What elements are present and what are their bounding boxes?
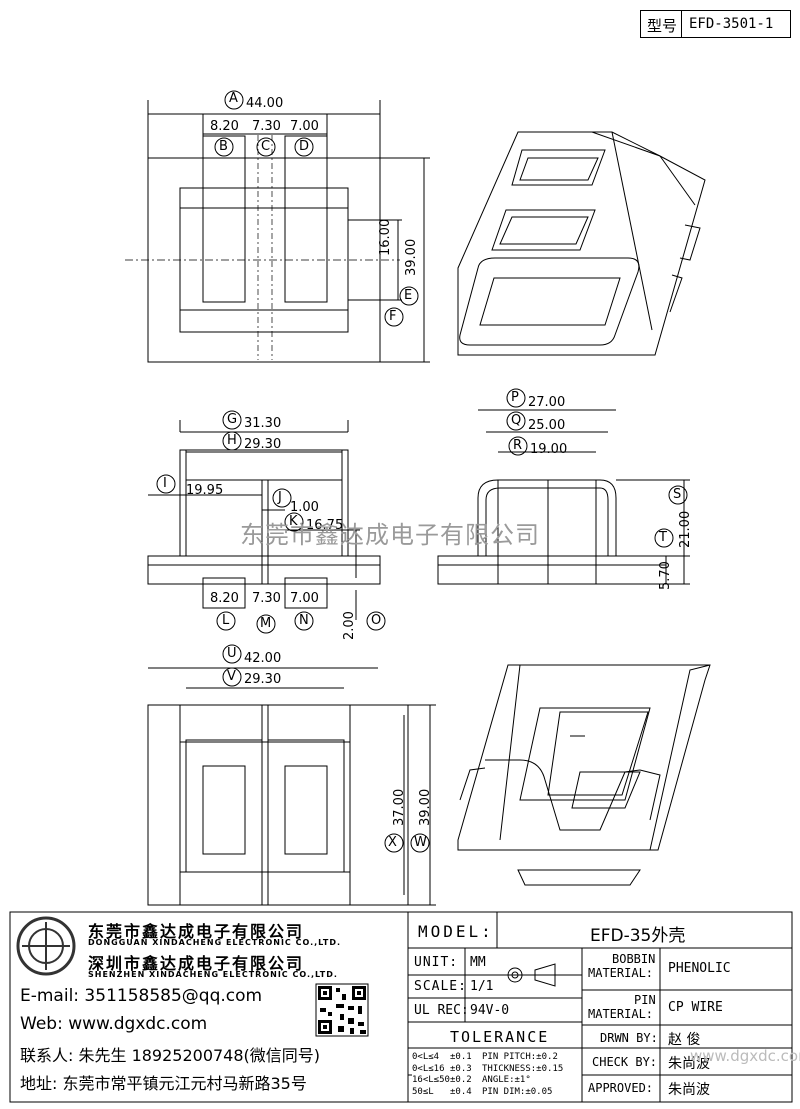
company-en-2: SHENZHEN XINDACHENG ELECTRONIC CO.,LTD. [88, 970, 338, 979]
dim-K-tag: K [289, 514, 298, 529]
scale-value: 1/1 [470, 979, 494, 994]
dim-X: 37.00 [392, 788, 407, 826]
dim-O-tag: O [371, 613, 382, 628]
dim-L-tag: L [222, 613, 230, 628]
check-label: CHECK BY: [592, 1055, 658, 1069]
iso-view-upper [457, 131, 706, 356]
dim-U-tag: U [227, 646, 237, 661]
dim-V: 29.30 [244, 672, 282, 687]
dim-R-tag: R [513, 438, 523, 453]
watermark-small: www.dgxdc.com [690, 1047, 800, 1065]
dim-D: 7.00 [290, 119, 319, 134]
top-view-label-circles [214, 90, 419, 327]
dim-B-tag: B [219, 139, 228, 154]
email: E-mail: 351158585@qq.com [20, 986, 263, 1006]
bobbin-label-2: MATERIAL: [588, 966, 654, 980]
dim-W-tag: W [414, 835, 427, 850]
bobbin-label-1: BOBBIN [612, 952, 656, 966]
dim-N-tag: N [299, 613, 309, 628]
dim-J-tag: J [278, 490, 282, 505]
side-view [437, 388, 690, 585]
dim-F: 39.00 [404, 238, 419, 276]
approved-label: APPROVED: [588, 1081, 654, 1095]
ulrec-label: UL REC: [414, 1003, 469, 1018]
dim-L: 8.20 [210, 591, 239, 606]
dim-S: 21.00 [678, 510, 693, 548]
dim-D-tag: D [299, 139, 310, 154]
dim-K: 16.75 [306, 518, 344, 533]
dim-I-tag: I [163, 476, 167, 491]
dim-M-tag: M [260, 616, 272, 631]
model-value: EFD-35外壳 [590, 926, 686, 946]
company-name-1: 东莞市鑫达成电子有限公司 [88, 922, 305, 941]
company-name-2: 深圳市鑫达成电子有限公司 [88, 954, 305, 973]
pin-value: CP WIRE [668, 1000, 723, 1015]
dim-J: 1.00 [290, 500, 319, 515]
title-block [9, 911, 793, 1103]
dim-G-tag: G [227, 412, 238, 427]
model-label: MODEL: [418, 922, 494, 941]
front-view [147, 410, 386, 634]
dim-C-tag: C [261, 139, 271, 154]
part-number-label: 型号 [647, 17, 678, 35]
dim-E: 16.00 [378, 218, 393, 256]
dim-Q: 25.00 [528, 418, 566, 433]
watermark: 东莞市鑫达成电子有限公司 [240, 521, 540, 549]
dim-B: 8.20 [210, 119, 239, 134]
company-logo [16, 916, 76, 976]
bottom-view [147, 644, 436, 906]
company-en-1: DONGGUAN XINDACHENG ELECTRONIC CO.,LTD. [88, 938, 342, 947]
part-number-value: EFD-3501-1 [689, 16, 774, 32]
dim-A: 44.00 [246, 96, 284, 111]
dim-T: 5.70 [658, 561, 673, 590]
dim-H-tag: H [227, 433, 237, 448]
top-view [125, 100, 430, 363]
contact: 联系人: 朱先生 18925200748(微信同号) [20, 1046, 321, 1065]
dim-Q-tag: Q [511, 413, 522, 428]
part-number-box: 型号 EFD-3501-1 [640, 10, 791, 38]
check-value: 朱尚波 [668, 1056, 710, 1072]
dim-S-tag: S [673, 487, 682, 502]
address: 地址: 东莞市常平镇元江元村马新路35号 [20, 1074, 307, 1093]
pin-label-1: PIN [634, 993, 656, 1007]
dim-F-tag: F [389, 309, 397, 324]
dim-P: 27.00 [528, 395, 566, 410]
pin-label-2: MATERIAL: [588, 1007, 654, 1021]
dim-I: 19.95 [186, 483, 224, 498]
approved-value: 朱尚波 [668, 1082, 710, 1098]
dim-N: 7.00 [290, 591, 319, 606]
unit-value: MM [470, 955, 486, 970]
drwn-label: DRWN BY: [600, 1031, 658, 1045]
qr-code [315, 983, 369, 1037]
dim-X-tag: X [388, 835, 397, 850]
divider [681, 11, 682, 37]
dim-A-tag: A [229, 91, 238, 106]
dim-M: 7.30 [252, 591, 281, 606]
dim-E-tag: E [404, 288, 413, 303]
dim-G: 31.30 [244, 416, 282, 431]
dim-V-tag: V [227, 669, 236, 684]
dim-C: 7.30 [252, 119, 281, 134]
dim-P-tag: P [511, 390, 519, 405]
scale-label: SCALE: [414, 979, 467, 994]
website: Web: www.dgxdc.com [20, 1014, 208, 1034]
dim-T-tag: T [659, 530, 667, 545]
iso-view-lower [457, 664, 711, 886]
unit-label: UNIT: [414, 955, 459, 970]
dim-W: 39.00 [418, 788, 433, 826]
drwn-value: 赵 俊 [668, 1032, 701, 1048]
dim-O: 2.00 [342, 611, 357, 640]
dim-H: 29.30 [244, 437, 282, 452]
bobbin-value: PHENOLIC [668, 961, 731, 976]
dim-U: 42.00 [244, 651, 282, 666]
ulrec-value: 94V-0 [470, 1003, 510, 1018]
tolerance-label: TOLERANCE [450, 1028, 550, 1046]
dim-R: 19.00 [530, 442, 568, 457]
